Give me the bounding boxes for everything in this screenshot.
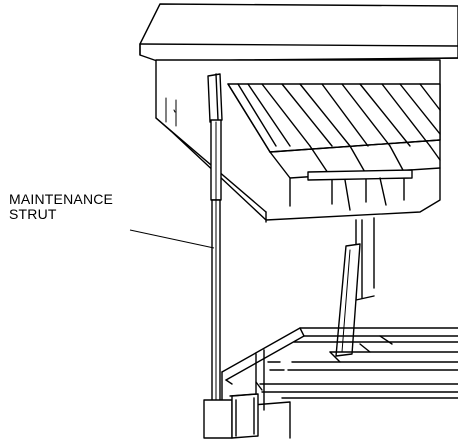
deck-plate [139, 3, 458, 63]
label-line-2: STRUT [9, 206, 57, 222]
callout-leader-line [129, 229, 215, 249]
deck-underside-ribs [227, 83, 441, 211]
base-frame [221, 327, 458, 439]
maintenance-strut-label: MAINTENANCE STRUT [9, 192, 113, 222]
lift-cylinder [335, 243, 361, 357]
strut-base-block [203, 393, 259, 439]
label-line-1: MAINTENANCE [9, 191, 114, 207]
